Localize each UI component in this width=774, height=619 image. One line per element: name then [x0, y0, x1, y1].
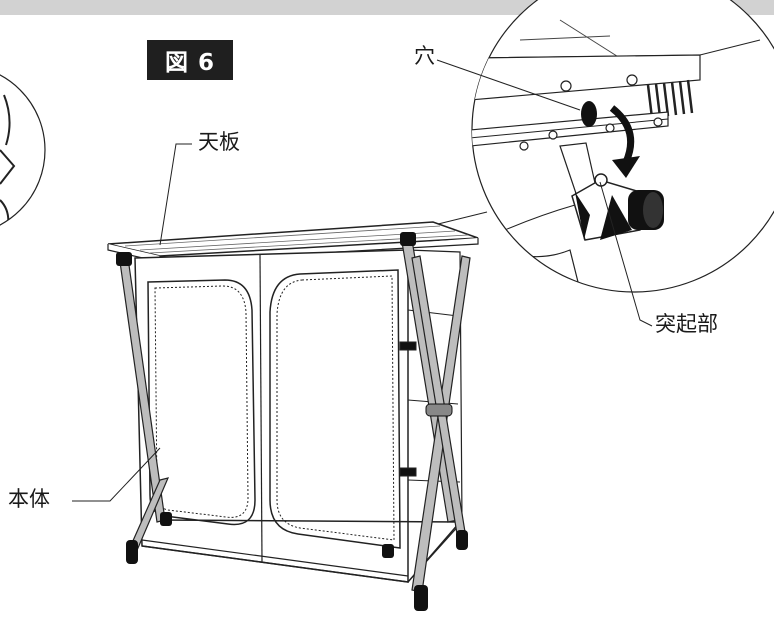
camp-table-body — [107, 221, 479, 583]
callout-leaders — [72, 59, 653, 502]
left-detail-circle — [0, 74, 46, 227]
label-main-body: 本体 — [8, 487, 50, 511]
label-hole: 穴 — [414, 44, 435, 68]
label-protrusion: 突起部 — [655, 312, 718, 336]
label-top-board: 天板 — [198, 130, 240, 154]
detail-magnifier-circle — [471, 0, 774, 293]
figure-number-badge: 図 6 — [147, 40, 233, 80]
